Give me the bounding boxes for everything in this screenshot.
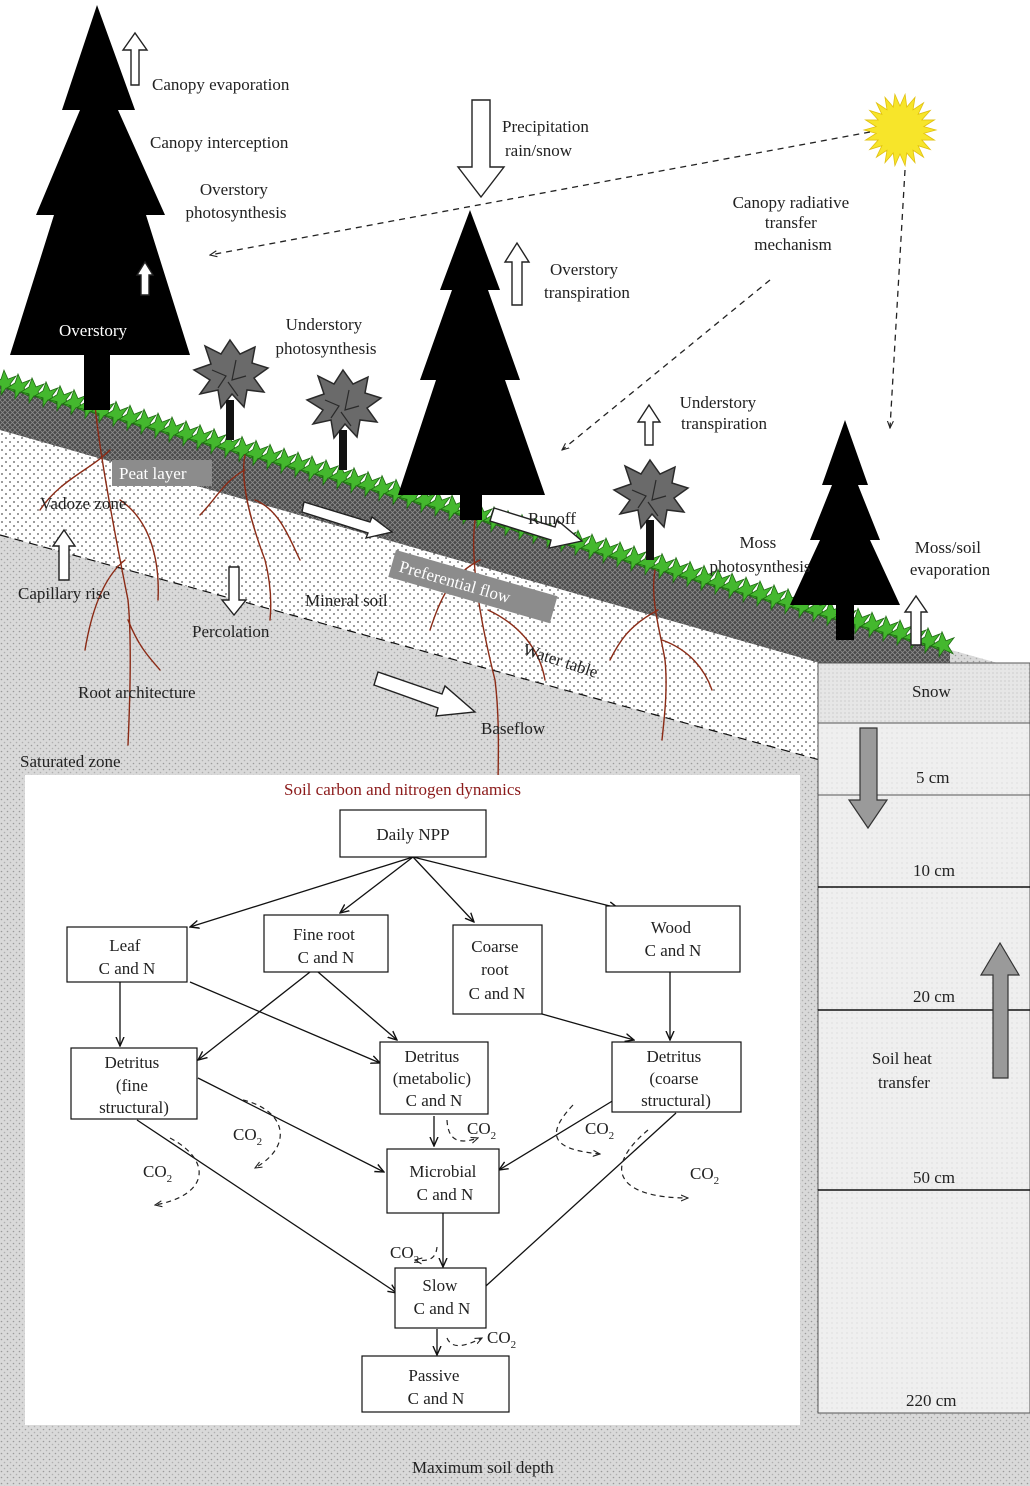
vadoze-zone-label: Vadoze zone: [40, 494, 126, 513]
detritus-metabolic-box: Detritus (metabolic) C and N: [379, 1041, 489, 1115]
co2-label: CO2: [143, 1162, 172, 1185]
leaf-label: Leaf C and N: [99, 936, 156, 978]
mineral-soil-label: Mineral soil: [305, 591, 388, 610]
co2-label: CO2: [467, 1119, 496, 1142]
snow-label: Snow: [912, 682, 951, 701]
overstory-tree-icon: [790, 420, 900, 640]
passive-label: Passive C and N: [408, 1366, 465, 1408]
snow-heat-down-arrow: [847, 727, 889, 830]
co2-label: CO2: [390, 1243, 419, 1266]
percolation-arrow: [220, 566, 248, 617]
moss-evaporation-arrow: [903, 594, 929, 646]
detritus-metabolic-label: Detritus (metabolic) C and N: [393, 1047, 476, 1110]
moss-soil-evaporation-label: Moss/soil evaporation: [910, 538, 991, 579]
overstory-label: Overstory: [59, 321, 127, 340]
co2-label: CO2: [690, 1164, 719, 1187]
detritus-fine-box: Detritus (fine structural): [70, 1047, 198, 1120]
overstory-transpiration-label: Overstory transpiration: [544, 260, 630, 302]
percolation-label: Percolation: [192, 622, 270, 641]
understory-transpiration-label: Understory transpiration: [680, 393, 768, 433]
depth-50cm: 50 cm: [913, 1168, 955, 1187]
co2-label: CO2: [585, 1119, 614, 1142]
preferential-flow-arrow: [301, 501, 394, 539]
co2-release-arrows: [155, 1099, 688, 1347]
soil-column: Snow 5 cm 10 cm 20 cm 50 cm 220 cm Soil …: [817, 662, 1030, 1414]
canopy-interception-label: Canopy interception: [150, 133, 289, 152]
detritus-fine-label: Detritus (fine structural): [99, 1053, 169, 1117]
depth-5cm: 5 cm: [916, 768, 950, 787]
root-architecture-label: Root architecture: [78, 683, 196, 702]
capillary-rise-label: Capillary rise: [18, 584, 110, 603]
wood-label: Wood C and N: [645, 918, 702, 960]
baseflow-label: Baseflow: [481, 719, 546, 738]
leaf-box: Leaf C and N: [66, 926, 188, 983]
overstory-tree-icon: [398, 210, 545, 520]
cn-flow-arrows: [120, 856, 677, 1355]
detritus-coarse-label: Detritus (coarse structural): [641, 1047, 711, 1110]
co2-label: CO2: [487, 1328, 516, 1351]
co2-labels: CO2 CO2 CO2 CO2 CO2 CO2 CO2: [143, 1119, 719, 1351]
runoff-label: Runoff: [528, 509, 576, 528]
daily-npp-label: Daily NPP: [376, 825, 449, 844]
precipitation-label: Precipitation rain/snow: [502, 117, 593, 160]
slow-box: Slow C and N: [394, 1267, 487, 1329]
radiative-transfer-arrows: [210, 131, 906, 450]
baseflow-arrow: [373, 671, 477, 717]
canopy-evaporation-arrow: [121, 31, 149, 86]
overstory-transpiration-arrow: [503, 241, 531, 306]
soil-heat-up-arrow: [979, 941, 1021, 1079]
fine-root-label: Fine root C and N: [293, 925, 359, 967]
overstory-photosynthesis-arrow: [135, 260, 155, 296]
microbial-box: Microbial C and N: [386, 1148, 500, 1214]
depth-20cm: 20 cm: [913, 987, 955, 1006]
capillary-rise-arrow: [51, 528, 77, 581]
coarse-root-label: Coarse root C and N: [469, 937, 526, 1003]
co2-label: CO2: [233, 1125, 262, 1148]
wood-box: Wood C and N: [605, 905, 741, 973]
depth-10cm: 10 cm: [913, 861, 955, 880]
runoff-arrow: [489, 507, 584, 549]
root-icon: [39, 404, 713, 791]
peat-layer-label-box: Peat layer: [112, 460, 212, 486]
sky-cover-slope: [0, 0, 1030, 672]
soil-heat-transfer-label: Soil heat transfer: [872, 1049, 936, 1092]
detritus-coarse-box: Detritus (coarse structural): [611, 1041, 742, 1113]
depth-220cm: 220 cm: [906, 1391, 957, 1410]
coarse-root-box: Coarse root C and N: [452, 924, 543, 1015]
sun-icon: [862, 92, 938, 168]
slow-label: Slow C and N: [414, 1276, 471, 1318]
moss-photosynthesis-label: Moss photosynthesis: [709, 533, 810, 576]
peat-layer-label: Peat layer: [119, 464, 187, 483]
cn-panel-title: Soil carbon and nitrogen dynamics: [284, 780, 521, 799]
moss-tuft: [929, 630, 956, 659]
canopy-evaporation-label: Canopy evaporation: [152, 75, 290, 94]
flux-arrow-icon: [51, 31, 929, 717]
understory-transpiration-arrow: [636, 403, 662, 446]
passive-box: Passive C and N: [361, 1355, 510, 1413]
water-table-line: [0, 534, 821, 761]
canopy-radiative-label: Canopy radiative transfer mechanism: [733, 193, 854, 254]
peat-layer: [0, 385, 950, 700]
microbial-label: Microbial C and N: [409, 1162, 480, 1204]
saturated-zone-label: Saturated zone: [20, 752, 121, 771]
precipitation-arrow: [456, 99, 506, 199]
maximum-soil-depth-label: Maximum soil depth: [412, 1458, 554, 1477]
daily-npp-box: Daily NPP: [339, 809, 487, 858]
understory-photosynthesis-label: Understory photosynthesis: [275, 315, 376, 358]
fine-root-box: Fine root C and N: [263, 914, 389, 973]
overstory-photosynthesis-label: Overstory photosynthesis: [185, 180, 286, 222]
